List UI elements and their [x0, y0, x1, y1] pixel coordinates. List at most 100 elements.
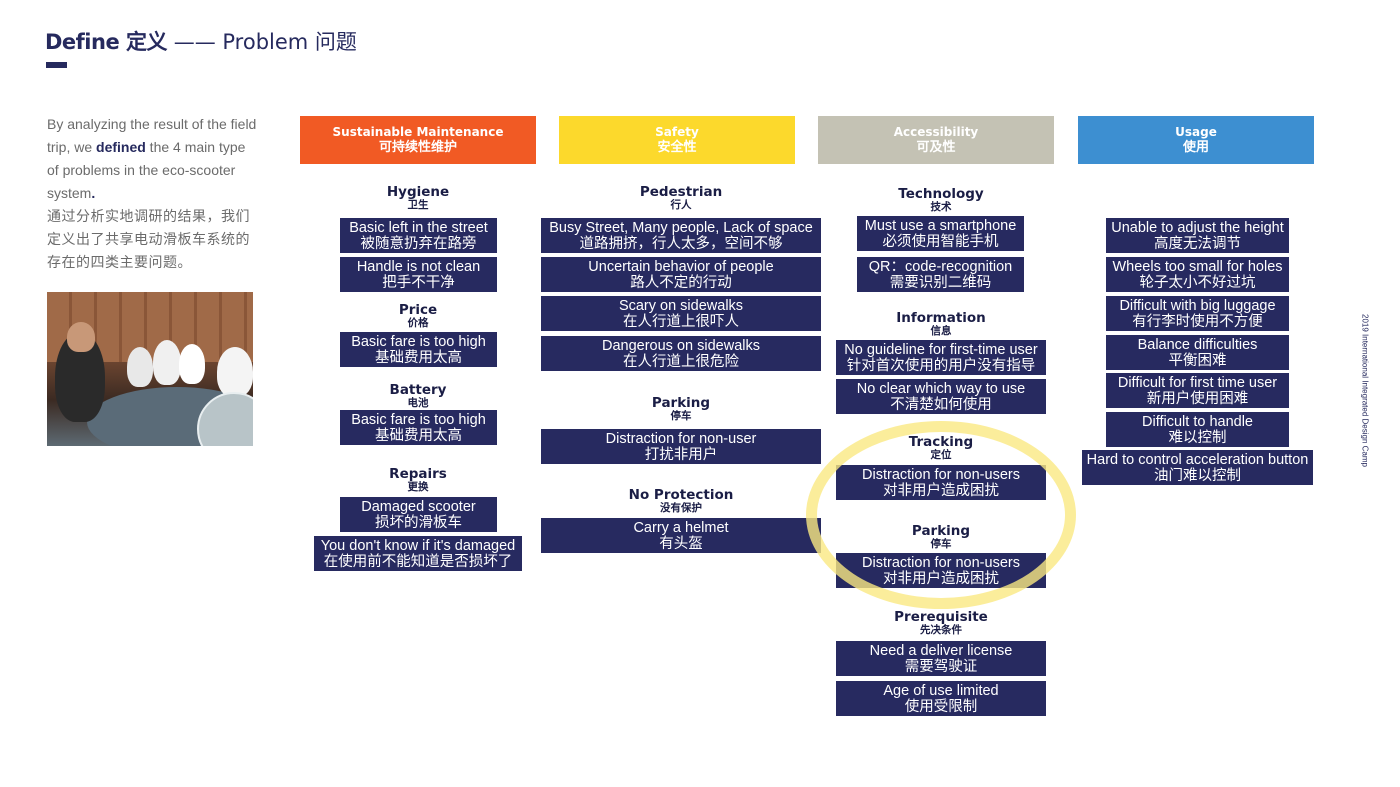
group-hygiene: Hygiene 卫生	[340, 186, 496, 212]
category-en: Usage	[1078, 124, 1314, 140]
problem-en: Dangerous on sidewalks	[541, 338, 821, 354]
intro-zh: 通过分析实地调研的结果，我们定义出了共享电动滑板车系统的存在的四类主要问题。	[47, 208, 250, 270]
group-tracking: Tracking 定位	[836, 436, 1046, 462]
problem-box: Balance difficulties 平衡困难	[1106, 335, 1289, 370]
group-parking-safety: Parking 停车	[541, 397, 821, 423]
problem-zh: 路人不定的行动	[541, 275, 821, 291]
title-separator: ——	[174, 30, 216, 54]
problem-en: QR：code-recognition	[857, 259, 1024, 275]
problem-box: Distraction for non-users 对非用户造成困扰	[836, 465, 1046, 500]
problem-zh: 被随意扔弃在路旁	[340, 236, 497, 252]
problem-en: Handle is not clean	[340, 259, 497, 275]
group-en: Information	[836, 312, 1046, 325]
problem-en: Difficult with big luggage	[1106, 298, 1289, 314]
problem-box: Wheels too small for holes 轮子太小不好过坑	[1106, 257, 1289, 292]
group-en: Repairs	[340, 468, 496, 481]
problem-box: Handle is not clean 把手不干净	[340, 257, 497, 292]
problem-zh: 基础费用太高	[340, 350, 497, 366]
problem-en: Basic fare is too high	[340, 334, 497, 350]
problem-en: Carry a helmet	[541, 520, 821, 536]
problem-en: Hard to control acceleration button	[1082, 452, 1313, 468]
problem-zh: 新用户使用困难	[1106, 391, 1289, 407]
group-en: Technology	[836, 188, 1046, 201]
problem-zh: 在人行道上很吓人	[541, 314, 821, 330]
problem-en: Scary on sidewalks	[541, 298, 821, 314]
problem-zh: 道路拥挤，行人太多，空间不够	[541, 236, 821, 252]
group-en: Battery	[340, 384, 496, 397]
photo-person	[153, 340, 181, 385]
group-zh: 电池	[340, 397, 496, 410]
problem-box: Distraction for non-user 打扰非用户	[541, 429, 821, 464]
group-en: Price	[340, 304, 496, 317]
problem-en: Basic fare is too high	[340, 412, 497, 428]
problem-box: Scary on sidewalks 在人行道上很吓人	[541, 296, 821, 331]
group-zh: 卫生	[340, 199, 496, 212]
problem-zh: 难以控制	[1106, 430, 1289, 446]
photo-person	[127, 347, 153, 387]
category-en: Safety	[559, 124, 795, 140]
group-information: Information 信息	[836, 312, 1046, 338]
category-accessibility: Accessibility 可及性	[818, 116, 1054, 164]
category-zh: 安全性	[559, 140, 795, 156]
problem-box: Must use a smartphone 必须使用智能手机	[857, 216, 1024, 251]
problem-en: No clear which way to use	[836, 381, 1046, 397]
category-zh: 可持续性维护	[300, 140, 536, 156]
title-accent-bar	[46, 62, 67, 68]
problem-zh: 不清楚如何使用	[836, 397, 1046, 413]
problem-en: Must use a smartphone	[857, 218, 1024, 234]
group-prerequisite: Prerequisite 先决条件	[836, 611, 1046, 637]
group-en: Prerequisite	[836, 611, 1046, 624]
problem-zh: 使用受限制	[836, 699, 1046, 715]
group-zh: 停车	[836, 538, 1046, 551]
problem-zh: 需要驾驶证	[836, 659, 1046, 675]
problem-zh: 把手不干净	[340, 275, 497, 291]
group-zh: 定位	[836, 449, 1046, 462]
problem-zh: 损坏的滑板车	[340, 515, 497, 531]
group-zh: 价格	[340, 317, 496, 330]
problem-en: No guideline for first-time user	[836, 342, 1046, 358]
group-zh: 没有保护	[541, 502, 821, 515]
group-en: No Protection	[541, 489, 821, 502]
problem-zh: 打扰非用户	[541, 447, 821, 463]
problem-en: Damaged scooter	[340, 499, 497, 515]
problem-zh: 在使用前不能知道是否损坏了	[314, 554, 522, 570]
category-en: Sustainable Maintenance	[300, 124, 536, 140]
problem-en: Difficult to handle	[1106, 414, 1289, 430]
field-trip-photo	[47, 292, 253, 446]
group-en: Parking	[836, 525, 1046, 538]
problem-box: Age of use limited 使用受限制	[836, 681, 1046, 716]
group-en: Parking	[541, 397, 821, 410]
problem-box: Basic left in the street 被随意扔弃在路旁	[340, 218, 497, 253]
group-zh: 先决条件	[836, 624, 1046, 637]
problem-zh: 必须使用智能手机	[857, 234, 1024, 250]
problem-en: Age of use limited	[836, 683, 1046, 699]
group-pedestrian: Pedestrian 行人	[541, 186, 821, 212]
side-caption: 2019 International Integrated Design Cam…	[1347, 296, 1365, 496]
problem-box: Uncertain behavior of people 路人不定的行动	[541, 257, 821, 292]
problem-en: Busy Street, Many people, Lack of space	[541, 220, 821, 236]
category-zh: 可及性	[818, 140, 1054, 156]
group-en: Pedestrian	[541, 186, 821, 199]
intro-en-period: .	[91, 185, 95, 201]
group-zh: 信息	[836, 325, 1046, 338]
problem-en: Difficult for first time user	[1106, 375, 1289, 391]
problem-box: No guideline for first-time user 针对首次使用的…	[836, 340, 1046, 375]
problem-box: Basic fare is too high 基础费用太高	[340, 410, 497, 445]
group-en: Hygiene	[340, 186, 496, 199]
group-no-protection: No Protection 没有保护	[541, 489, 821, 515]
problem-box: Difficult with big luggage 有行李时使用不方便	[1106, 296, 1289, 331]
problem-zh: 有行李时使用不方便	[1106, 314, 1289, 330]
group-en: Tracking	[836, 436, 1046, 449]
problem-en: You don't know if it's damaged	[314, 538, 522, 554]
problem-zh: 对非用户造成困扰	[836, 571, 1046, 587]
intro-text: By analyzing the result of the field tri…	[47, 113, 259, 274]
problem-en: Distraction for non-user	[541, 431, 821, 447]
problem-zh: 基础费用太高	[340, 428, 497, 444]
problem-en: Uncertain behavior of people	[541, 259, 821, 275]
problem-en: Unable to adjust the height	[1106, 220, 1289, 236]
group-zh: 行人	[541, 199, 821, 212]
problem-box: You don't know if it's damaged 在使用前不能知道是…	[314, 536, 522, 571]
problem-box: Distraction for non-users 对非用户造成困扰	[836, 553, 1046, 588]
problem-zh: 针对首次使用的用户没有指导	[836, 358, 1046, 374]
problem-zh: 轮子太小不好过坑	[1106, 275, 1289, 291]
